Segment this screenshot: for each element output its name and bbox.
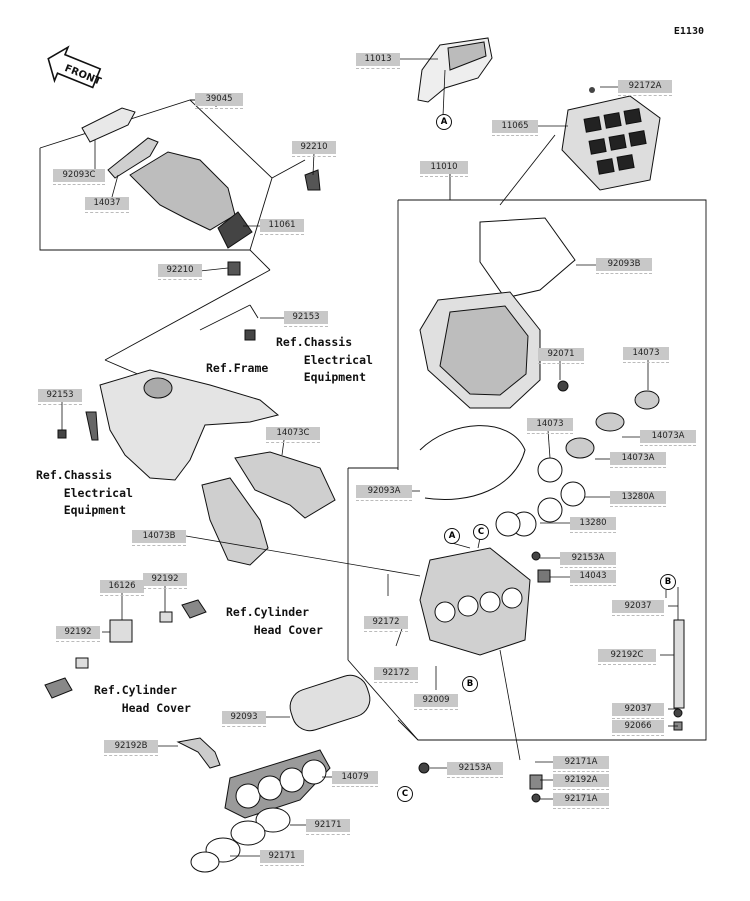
part-label-13280A[interactable]: 13280A — [610, 491, 666, 507]
callout-b-mid: B — [462, 676, 478, 692]
part-label-92192C[interactable]: 92192C — [598, 649, 656, 665]
part-label-92093C[interactable]: 92093C — [53, 169, 105, 185]
part-label-11010[interactable]: 11010 — [420, 161, 468, 177]
duct-11013-shape — [417, 37, 493, 103]
part-label-92009[interactable]: 92009 — [414, 694, 458, 710]
part-label-92210-bot[interactable]: 92210 — [158, 264, 202, 280]
part-label-92192A[interactable]: 92192A — [553, 774, 609, 790]
part-label-92172-a[interactable]: 92172 — [364, 616, 408, 632]
ref-cylinder-head-cover-top: Ref.Cylinder Head Cover — [226, 605, 323, 637]
part-label-14073-mid[interactable]: 14073 — [527, 418, 573, 434]
part-label-14079[interactable]: 14079 — [332, 771, 378, 787]
part-label-92172-b[interactable]: 92172 — [374, 667, 418, 683]
part-label-92071[interactable]: 92071 — [538, 348, 584, 364]
part-label-92153-left[interactable]: 92153 — [38, 389, 82, 405]
part-label-14073-top[interactable]: 14073 — [623, 347, 669, 363]
part-label-92171-bot[interactable]: 92171 — [260, 850, 304, 866]
callout-c-mid: C — [473, 524, 489, 540]
part-label-92037-bot[interactable]: 92037 — [612, 703, 664, 719]
part-label-92171-top[interactable]: 92171 — [306, 819, 350, 835]
part-label-14073B[interactable]: 14073B — [132, 530, 186, 546]
part-label-92192-top[interactable]: 92192 — [143, 573, 187, 589]
part-label-92171A-top[interactable]: 92171A — [553, 756, 609, 772]
frame-duct-shape — [57, 329, 336, 566]
callout-a-mid: A — [444, 528, 460, 544]
air-intake-39045-shape — [81, 107, 321, 276]
ref-chassis-electrical-top: Ref.Chassis Electrical Equipment — [276, 335, 373, 384]
airbox-lower-shape — [419, 547, 551, 656]
part-label-92192-left[interactable]: 92192 — [56, 626, 100, 642]
part-label-92153-top[interactable]: 92153 — [284, 311, 328, 327]
part-label-14043[interactable]: 14043 — [570, 570, 616, 586]
part-label-92093[interactable]: 92093 — [222, 711, 266, 727]
callout-c-bot: C — [397, 786, 413, 802]
part-label-13280[interactable]: 13280 — [570, 517, 616, 533]
part-label-92172A[interactable]: 92172A — [618, 80, 672, 96]
callout-a-top: A — [436, 114, 452, 130]
part-label-92037-top[interactable]: 92037 — [612, 600, 664, 616]
part-label-14073A-mid[interactable]: 14073A — [610, 452, 666, 468]
ref-chassis-electrical-left: Ref.Chassis Electrical Equipment — [36, 468, 133, 517]
cover-11065-shape — [561, 95, 661, 191]
part-label-92153A-top[interactable]: 92153A — [560, 552, 616, 568]
group-outline-11010 — [397, 199, 707, 741]
part-label-92153A-bot[interactable]: 92153A — [447, 762, 503, 778]
housing-11010-shape — [419, 217, 660, 537]
ref-cylinder-head-cover-bot: Ref.Cylinder Head Cover — [94, 683, 191, 715]
part-label-16126[interactable]: 16126 — [100, 580, 144, 596]
front-arrow-icon: FRONT — [47, 45, 103, 89]
part-label-11065[interactable]: 11065 — [492, 120, 538, 136]
hose-92192C-shape — [673, 619, 685, 731]
part-label-92093A[interactable]: 92093A — [356, 485, 412, 501]
part-label-92192B[interactable]: 92192B — [104, 740, 158, 756]
breather-16126-shape — [44, 599, 207, 699]
part-label-92093B[interactable]: 92093B — [596, 258, 652, 274]
part-label-11061[interactable]: 11061 — [260, 219, 304, 235]
callout-b-right: B — [660, 574, 676, 590]
part-label-14037[interactable]: 14037 — [85, 197, 129, 213]
part-label-39045[interactable]: 39045 — [195, 93, 243, 109]
part-label-92171A-bot[interactable]: 92171A — [553, 793, 609, 809]
part-label-92210-top[interactable]: 92210 — [292, 141, 336, 157]
part-label-14073A-top[interactable]: 14073A — [640, 430, 696, 446]
diagram-code: E1130 — [673, 26, 704, 37]
part-label-92066[interactable]: 92066 — [612, 720, 664, 736]
part-label-11013[interactable]: 11013 — [356, 53, 400, 69]
ref-frame: Ref.Frame — [206, 361, 269, 375]
part-label-14073C[interactable]: 14073C — [266, 427, 320, 443]
group-outline-39045 — [39, 99, 273, 251]
